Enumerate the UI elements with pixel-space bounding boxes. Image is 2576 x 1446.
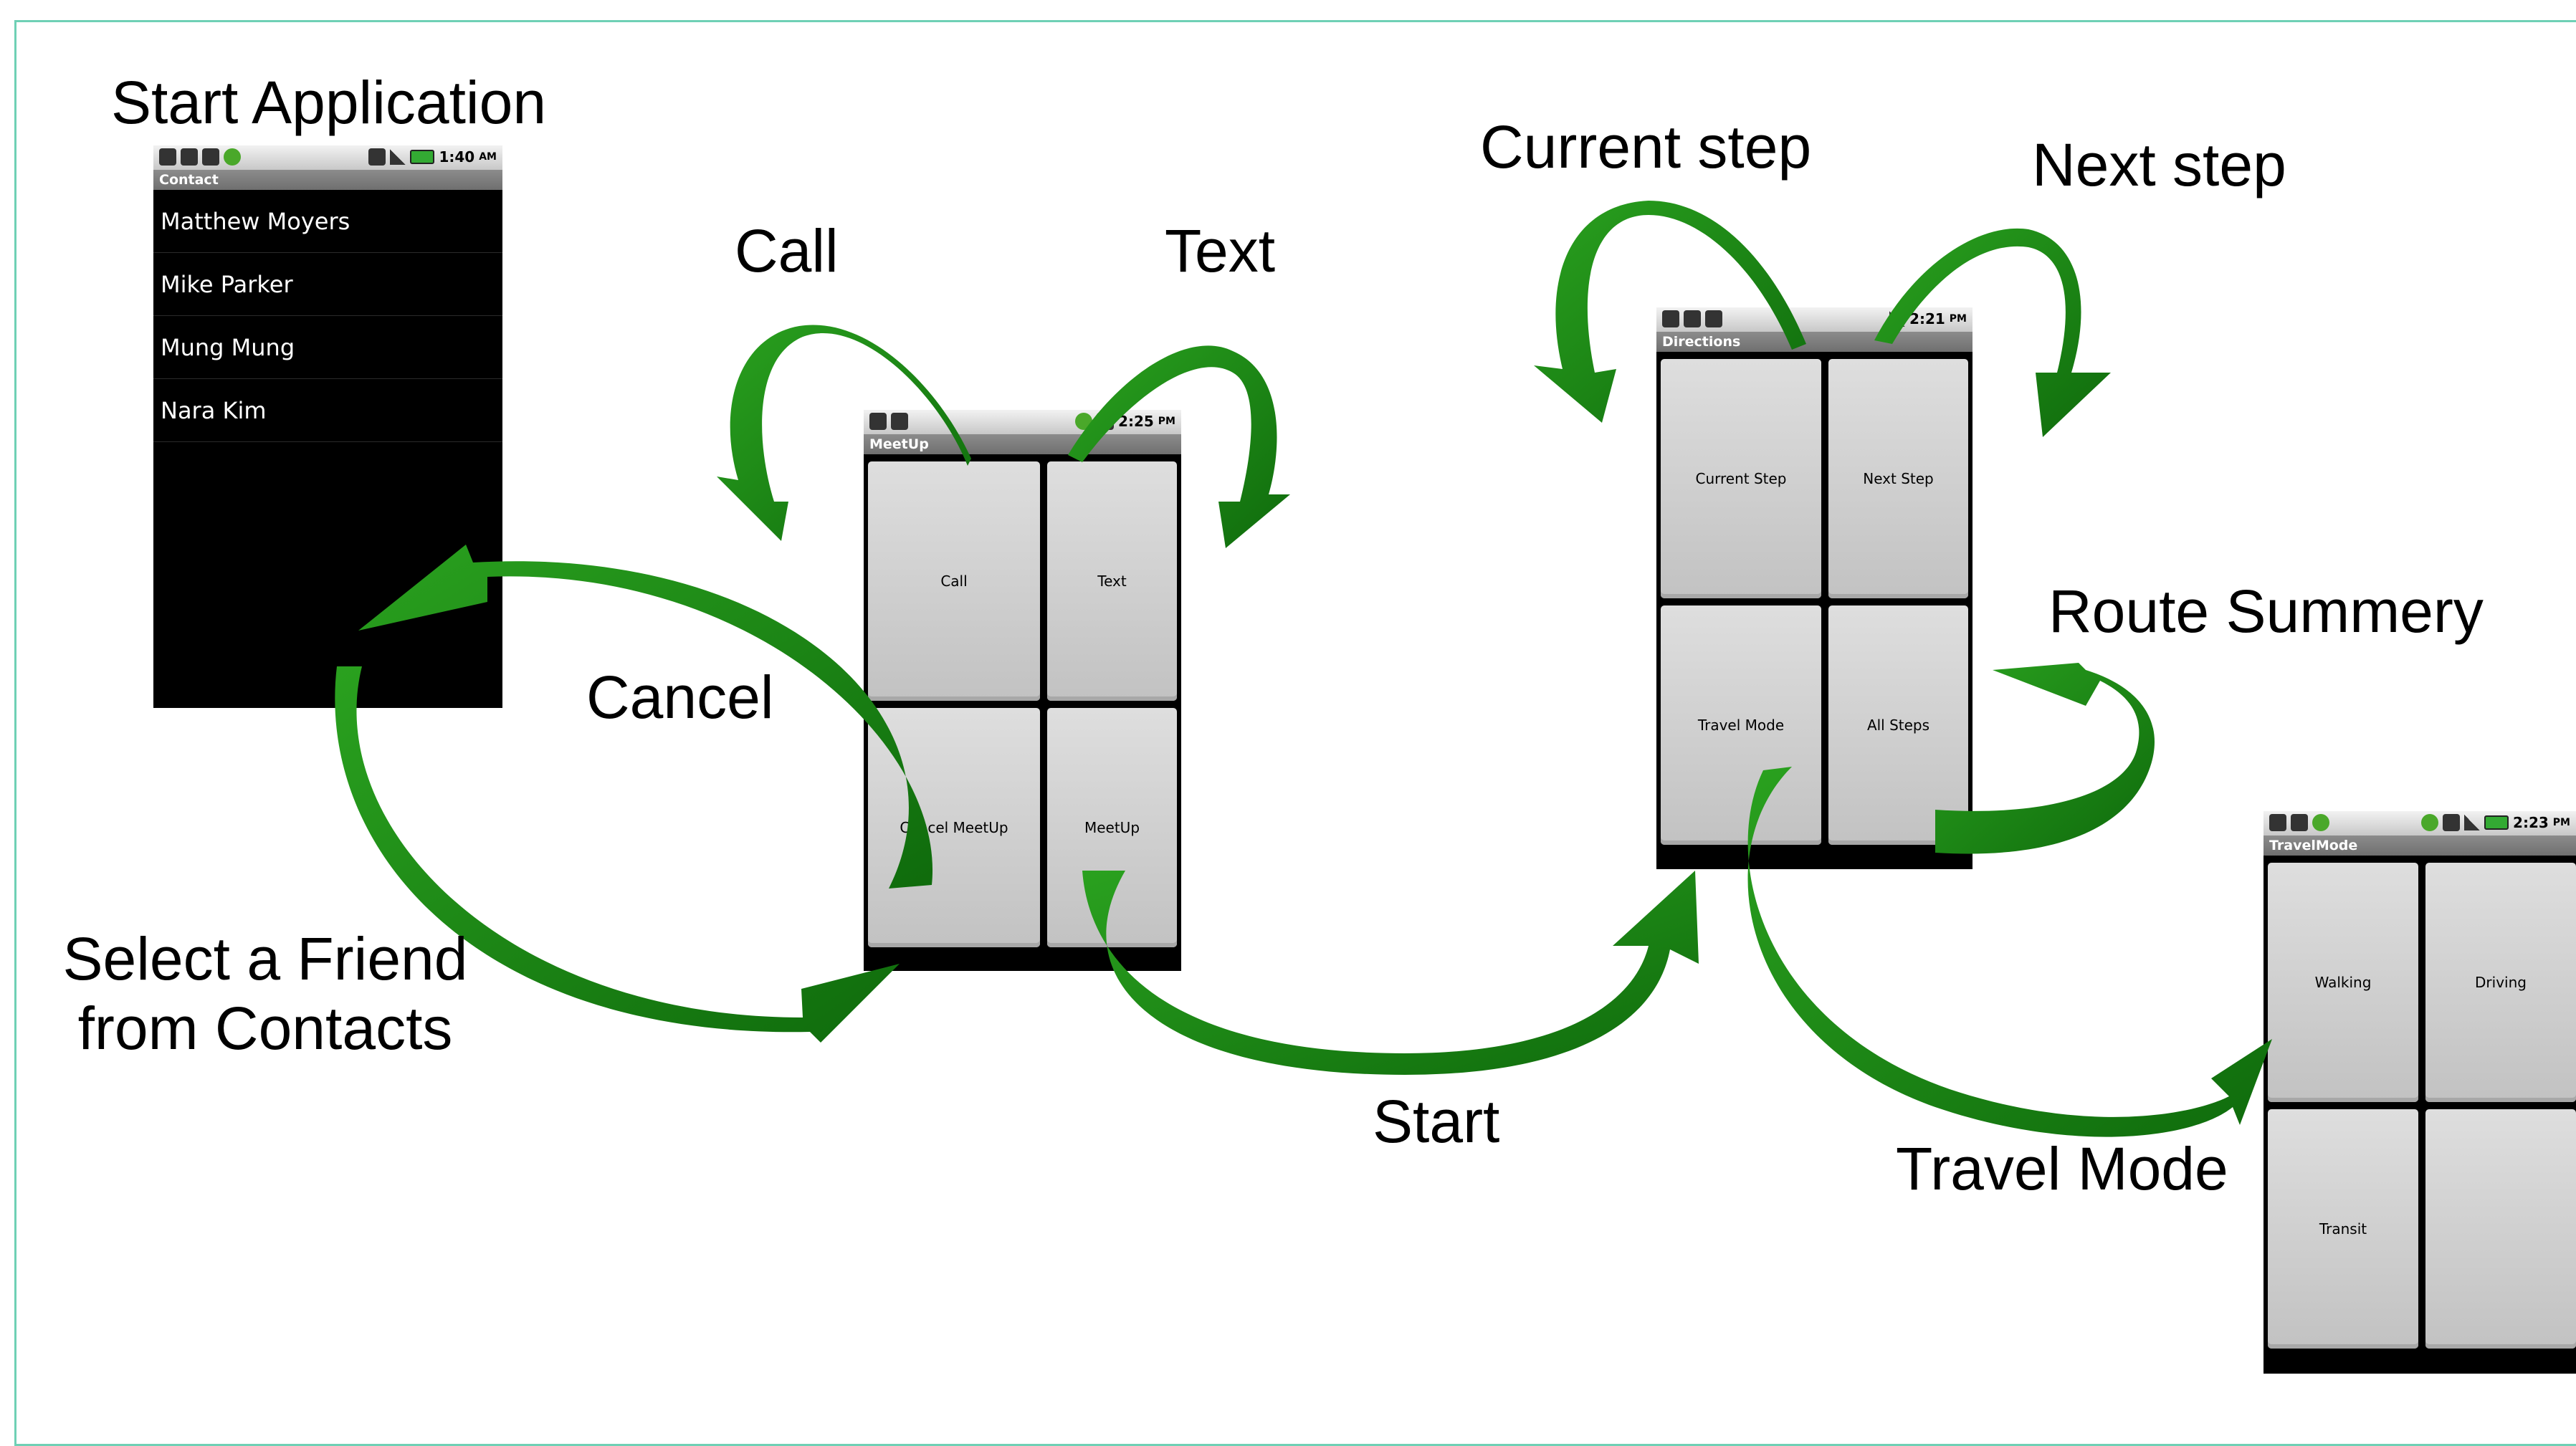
gps-icon	[2312, 814, 2329, 831]
status-ampm: PM	[1158, 416, 1175, 427]
contacts-screen: 1:40 AM Contact Matthew Moyers Mike Parke…	[153, 145, 502, 708]
battery-icon	[410, 150, 435, 164]
signal-icon	[1097, 413, 1115, 430]
screen-title: MeetUp	[864, 434, 1181, 454]
usb-icon	[181, 148, 198, 166]
current-step-button[interactable]: Current Step	[1661, 359, 1821, 598]
status-time: 1:40	[439, 148, 475, 166]
label-call: Call	[735, 217, 839, 284]
meetup-button[interactable]: MeetUp	[1047, 708, 1177, 947]
contact-item[interactable]: Matthew Moyers	[153, 190, 502, 253]
label-start-application: Start Application	[111, 69, 547, 136]
status-time: 2:25	[1118, 413, 1154, 430]
label-current-step: Current step	[1480, 113, 1812, 181]
walking-button[interactable]: Walking	[2268, 863, 2418, 1102]
contact-item[interactable]: Mike Parker	[153, 253, 502, 316]
status-ampm: PM	[1949, 313, 1967, 325]
wifi-icon	[1662, 310, 1679, 327]
status-ampm: AM	[479, 151, 497, 163]
android-icon	[891, 413, 908, 430]
battery-icon	[2484, 815, 2509, 830]
status-bar: 2:21 PM	[1656, 307, 1972, 332]
status-bar: 2:25 PM	[864, 410, 1181, 434]
all-steps-button[interactable]: All Steps	[1828, 605, 1968, 845]
android-icon	[2291, 814, 2308, 831]
signal-icon	[2443, 814, 2461, 831]
screen-title: Directions	[1656, 332, 1972, 352]
bars-icon	[2464, 815, 2481, 830]
status-ampm: PM	[2552, 817, 2570, 828]
label-start: Start	[1373, 1088, 1500, 1155]
label-select-friend: Select a Friend from Contacts	[57, 924, 473, 1063]
screen-title: TravelMode	[2263, 835, 2576, 856]
usb-icon	[1684, 310, 1701, 327]
text-button[interactable]: Text	[1047, 461, 1177, 701]
contact-item[interactable]: Nara Kim	[153, 379, 502, 442]
label-select-friend-line1: Select a Friend	[62, 925, 468, 992]
android-icon	[1705, 310, 1722, 327]
bars-icon	[390, 149, 406, 165]
android-icon	[202, 148, 219, 166]
status-time: 2:23	[2513, 814, 2549, 831]
next-step-button[interactable]: Next Step	[1828, 359, 1968, 598]
screen-title: Contact	[153, 170, 502, 190]
status-bar: 1:40 AM	[153, 145, 502, 170]
sd-card-icon	[159, 148, 176, 166]
signal-icon	[368, 148, 386, 166]
usb-icon	[2269, 814, 2286, 831]
meetup-screen: 2:25 PM MeetUp Call Text Cancel MeetUp Me…	[864, 410, 1181, 971]
bars-icon	[1889, 311, 1906, 327]
travel-mode-button[interactable]: Travel Mode	[1661, 605, 1821, 845]
sync-icon	[1075, 413, 1093, 430]
label-cancel: Cancel	[586, 664, 774, 731]
status-time: 2:21	[1909, 310, 1945, 327]
gps-icon	[224, 148, 241, 166]
usb-icon	[869, 413, 887, 430]
label-route-summery: Route Summery	[2048, 578, 2484, 645]
transit-button[interactable]: Transit	[2268, 1109, 2418, 1349]
label-text: Text	[1165, 217, 1276, 284]
sync-icon	[2421, 814, 2439, 831]
driving-button[interactable]: Driving	[2425, 863, 2576, 1102]
label-select-friend-line2: from Contacts	[77, 994, 453, 1062]
label-travel-mode: Travel Mode	[1896, 1135, 2228, 1202]
label-next-step: Next step	[2032, 131, 2286, 198]
cancel-meetup-button[interactable]: Cancel MeetUp	[868, 708, 1040, 947]
contact-item[interactable]: Mung Mung	[153, 316, 502, 379]
call-button[interactable]: Call	[868, 461, 1040, 701]
blank-button[interactable]	[2425, 1109, 2576, 1349]
directions-screen: 2:21 PM Directions Current Step Next Step…	[1656, 307, 1972, 869]
